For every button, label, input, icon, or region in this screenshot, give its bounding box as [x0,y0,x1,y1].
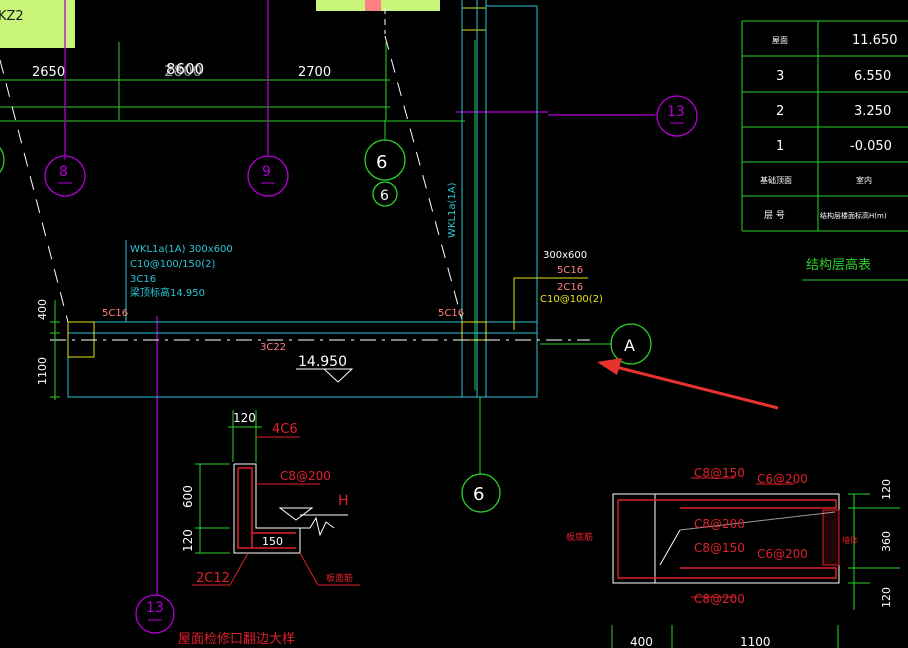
magenta-grid-lines [64,0,655,595]
elevation-marker [296,368,354,383]
right-note-4: C10@100(2) [540,294,603,305]
axis-13-label: 13 [667,104,685,120]
beam-note-2: C10@100/150(2) [130,259,216,270]
axis-bubble-A: A [610,323,652,365]
top-center-marker [365,0,381,11]
beam-right-top-rebar: 5C16 [438,308,464,319]
axis-9-label: 9 [262,164,271,180]
main-beam [50,321,612,398]
right-note-3: 2C16 [557,282,583,293]
section-dim-360: 360 [880,531,893,552]
top-left-fill [0,0,75,48]
axis-bubble-partial [0,146,5,174]
detail-top-rebar: 4C6 [272,422,298,437]
section-c8-200-a: C8@200 [694,517,745,531]
table-elev-4: -0.050 [850,139,892,154]
beam-dim-1100: 1100 [36,357,49,385]
section-c6-200-top: C6@200 [757,472,808,486]
axis-bubble-13-top: 13 [656,95,698,137]
wkl-vertical-label: WKL1a(1A) [447,182,458,238]
detail-label-H: H [338,493,349,509]
section-right-note: 墙体 [842,535,858,545]
detail-dim-150: 150 [262,535,283,548]
axis-6-label: 6 [376,152,387,173]
right-note-1: 300x600 [543,250,587,261]
section-dim-400: 400 [630,635,653,648]
detail-dim-120: 120 [233,411,256,425]
detail-slab-note: 板面筋 [326,572,353,584]
table-header-elev: 结构层楼面标高H(m) [820,211,887,220]
axis-bubble-9: 9 [247,155,289,197]
axis-bubble-13-bottom: 13 [135,594,175,634]
section-detail [611,477,900,648]
beam-bottom-rebar: 3C22 [260,342,286,353]
table-elev-5: 室内 [856,175,872,185]
dim-2800: 2800 [164,62,202,80]
section-dim-1100: 1100 [740,635,771,648]
table-header-floor: 层 号 [764,210,785,221]
beam-left-dims [50,300,60,400]
detail-bottom-rebar: 2C12 [196,571,230,586]
table-floor-1: 屋面 [772,36,788,45]
top-dimensions: 2650 8600 2800 2700 [0,8,465,122]
beam-note-1: WKL1a(1A) 300x600 [130,244,233,255]
section-c8-150-mid: C8@150 [694,541,745,555]
axis-6-bottom-label: 6 [473,484,484,505]
detail-title: 屋面检修口翻边大样 [178,632,295,647]
axis-bubble-8: 8 [44,155,86,197]
beam-left-top-rebar: 5C16 [102,308,128,319]
dim-2650: 2650 [32,65,65,80]
top-left-tag: KZ2 [0,9,24,24]
parapet-detail [192,410,360,586]
detail-stirrup: C8@200 [280,469,331,483]
vertical-column [461,0,538,397]
elevation-value: 14.950 [298,354,347,370]
section-c8-200-b: C8@200 [694,592,745,606]
table-elev-1: 11.650 [852,33,898,48]
section-left-note: 板底筋 [566,531,593,543]
table-elev-3: 3.250 [854,104,891,119]
table-floor-4: 1 [776,139,784,154]
axis-13-bottom-label: 13 [146,600,164,616]
section-dim-120-bot: 120 [880,587,893,608]
section-dim-120-top: 120 [880,479,893,500]
red-arrow [597,358,779,410]
section-c6-200-mid: C6@200 [757,547,808,561]
axis-bubble-6-top: 6 6 [364,120,406,207]
axis-bubble-6-bottom: 6 [461,397,501,513]
axis-8-label: 8 [59,164,68,180]
beam-note-4: 梁顶标高14.950 [130,286,205,299]
right-note-2: 5C16 [557,265,583,276]
table-floor-3: 2 [776,104,784,119]
right-beam-leader [513,277,588,330]
table-floor-2: 3 [776,69,784,84]
table-elev-2: 6.550 [854,69,891,84]
table-title: 结构层高表 [806,257,871,273]
detail-dim-120b: 120 [181,529,195,552]
axis-6b-label: 6 [380,188,389,204]
dim-8600: 8600 [166,60,204,78]
detail-dim-600: 600 [181,485,195,508]
dashed-edges [0,35,463,323]
table-floor-5: 基础顶面 [760,175,792,185]
beam-dim-400: 400 [36,299,49,320]
axis-A-label: A [624,336,635,355]
dim-2700: 2700 [298,65,331,80]
beam-note-3: 3C16 [130,274,156,285]
floor-table [741,20,908,281]
section-c8-150-top: C8@150 [694,466,745,480]
